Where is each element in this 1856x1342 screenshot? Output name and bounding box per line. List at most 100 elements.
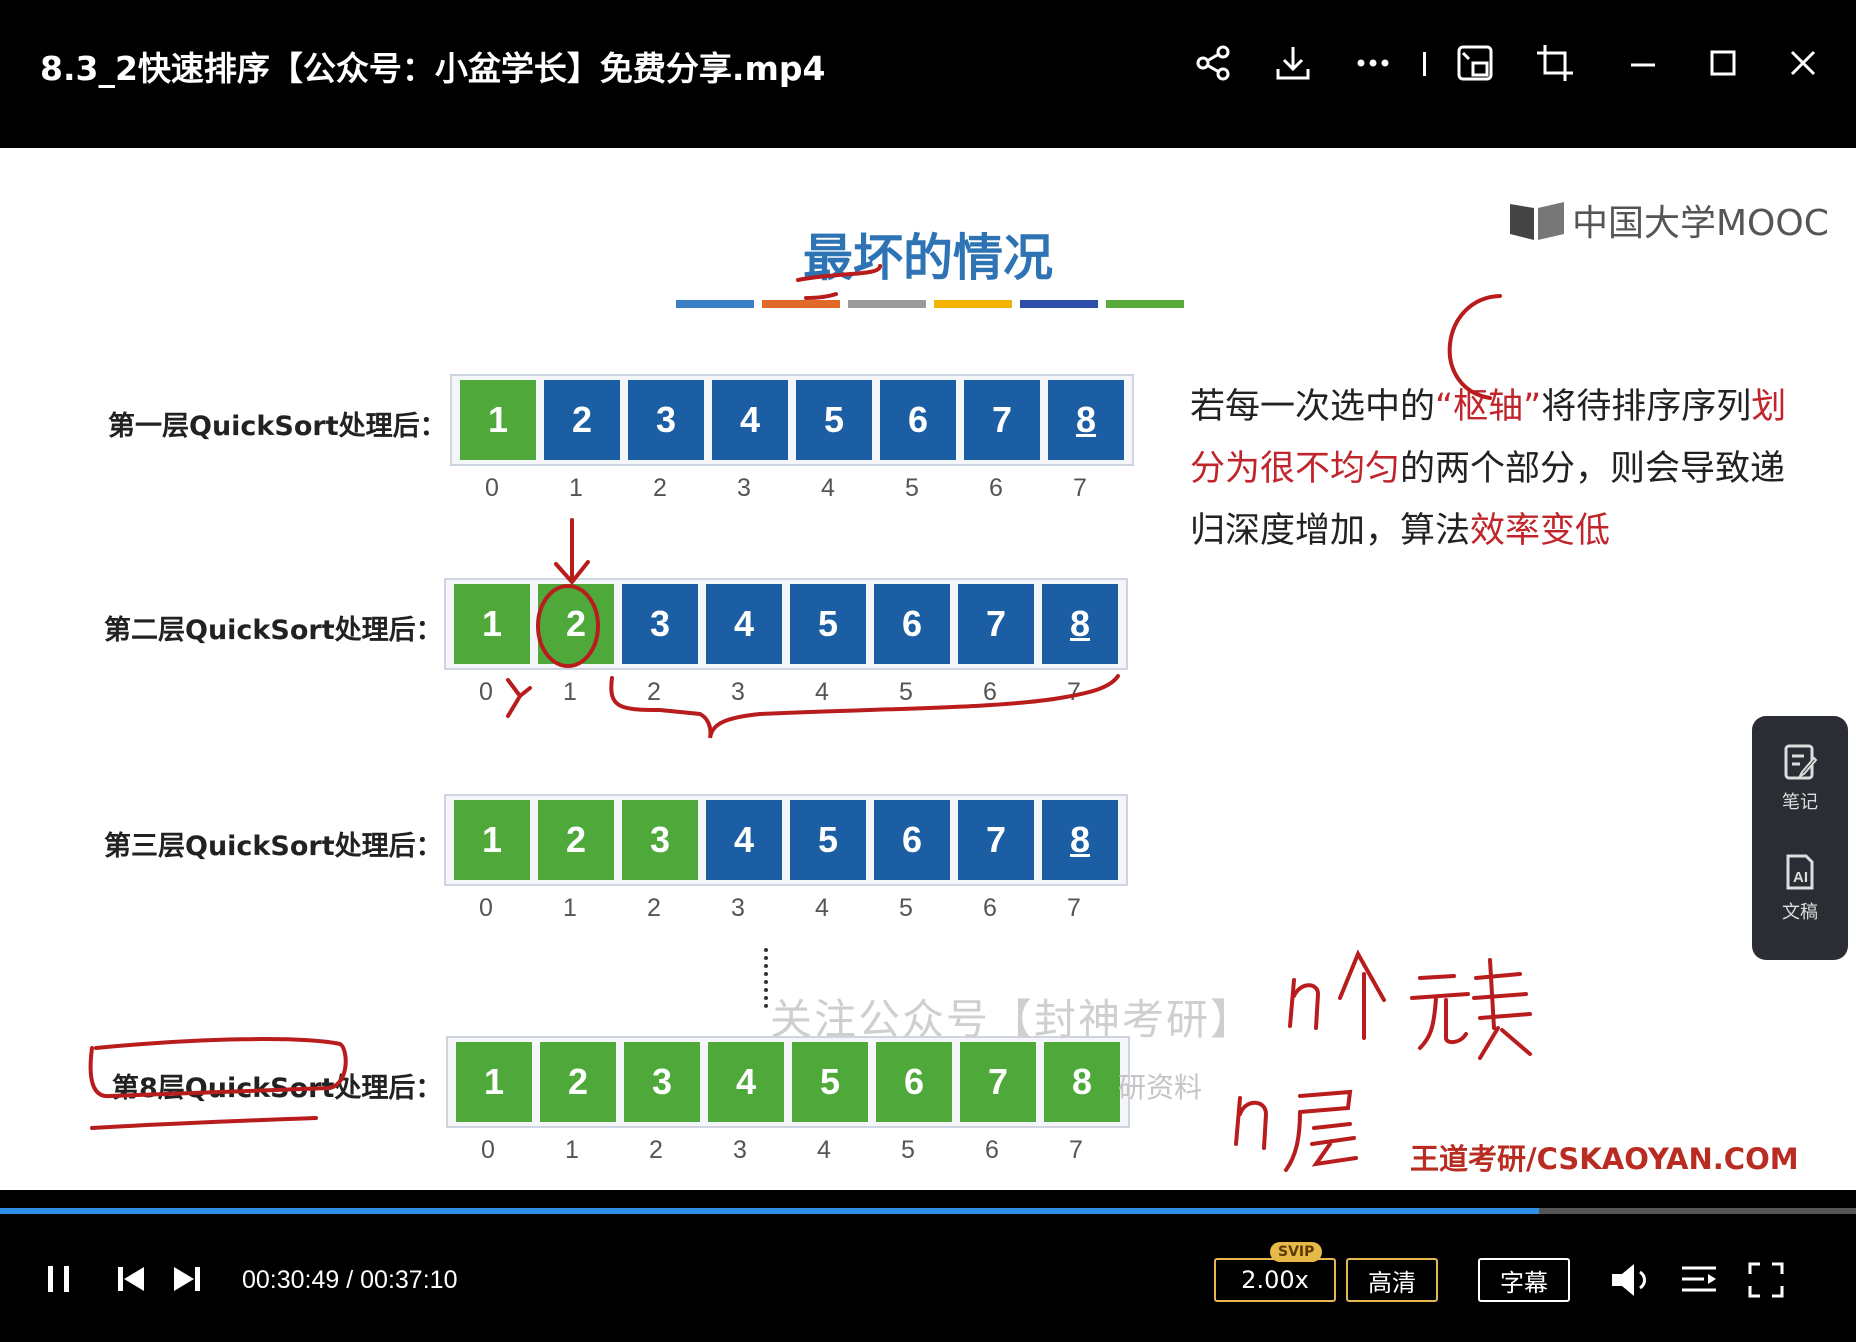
array-cell: 5 [792,1042,868,1122]
array-cell: 1 [454,584,530,664]
notes-button[interactable]: 笔记 [1752,742,1848,814]
array-cell: 6 [880,380,956,460]
window-title: 8.3_2快速排序【公众号：小盆学长】免费分享.mp4 [40,49,826,88]
array-index: 3 [731,894,745,922]
array-cell: 5 [796,380,872,460]
hand-n-2 [1234,1096,1269,1150]
array-index: 4 [815,894,829,922]
array-index: 6 [989,474,1003,502]
array-cell: 1 [454,800,530,880]
picture-in-picture-icon[interactable] [1452,40,1498,86]
skip-next-icon [174,1267,200,1291]
array-cell: 7 [964,380,1040,460]
array-cell: 4 [712,380,788,460]
hand-su [1472,958,1532,1060]
down-arrow [554,518,590,586]
array-index: 7 [1067,678,1081,706]
volume-icon [1612,1264,1646,1296]
subtitle-button[interactable]: 字幕 [1478,1258,1570,1302]
volume-button[interactable] [1610,1262,1652,1298]
color-bar [848,300,926,308]
hand-ceng [1284,1089,1358,1172]
time-display: 00:30:49 / 00:37:10 [242,1266,458,1294]
array-index: 4 [817,1136,831,1164]
array-cell: 5 [790,800,866,880]
minimize-icon[interactable] [1620,40,1666,86]
array-cell: 2 [540,1042,616,1122]
watermark: 关注公众号【封神考研】 [770,995,1255,1044]
next-button[interactable] [170,1262,204,1296]
share-icon[interactable] [1190,40,1236,86]
close-icon[interactable] [1780,40,1826,86]
array-index: 2 [653,474,667,502]
row-label: 第一层QuickSort处理后： [108,411,447,442]
separator [1423,52,1426,76]
fullscreen-button[interactable] [1748,1262,1784,1298]
color-bar [762,300,840,308]
array-cell: 6 [876,1042,952,1122]
label-underline [90,1116,318,1130]
array-index: 7 [1067,894,1081,922]
more-icon[interactable] [1350,40,1396,86]
color-bar [676,300,754,308]
quality-button[interactable]: 高清 [1346,1258,1438,1302]
array-cell: 3 [622,800,698,880]
array-index: 5 [899,894,913,922]
array-index: 5 [899,678,913,706]
row-label: 第三层QuickSort处理后： [104,831,443,862]
crop-icon[interactable] [1532,40,1578,86]
color-bar [1106,300,1184,308]
array-cell: 2 [538,800,614,880]
hand-n-1 [1288,978,1321,1030]
maximize-icon[interactable] [1700,40,1746,86]
array-index: 5 [901,1136,915,1164]
array-index: 3 [737,474,751,502]
array-index: 4 [815,678,829,706]
array-cell: 3 [624,1042,700,1122]
pause-icon [48,1266,69,1292]
notes-label: 笔记 [1782,792,1818,813]
array-cell: 7 [958,584,1034,664]
playlist-button[interactable] [1680,1262,1718,1296]
array-index: 1 [563,678,577,706]
array-index: 6 [983,894,997,922]
fullscreen-icon [1748,1262,1784,1298]
array-index: 0 [479,894,493,922]
array-cell: 1 [456,1042,532,1122]
document-button[interactable]: AI 文稿 [1752,852,1848,924]
download-icon[interactable] [1270,40,1316,86]
array-index: 2 [647,894,661,922]
array-cell: 4 [708,1042,784,1122]
svg-text:AI: AI [1793,869,1808,886]
color-bar [1020,300,1098,308]
previous-button[interactable] [114,1262,148,1296]
player-controls: 00:30:49 / 00:37:10 2.00x SVIP 高清 字幕 [0,1214,1856,1342]
array-index: 7 [1073,474,1087,502]
array-index: 0 [479,678,493,706]
watermark-small: 研资料 [1118,1071,1203,1104]
array-index: 3 [731,678,745,706]
array-index: 3 [733,1136,747,1164]
array-cell: 8 [1044,1042,1120,1122]
footer-brand: 王道考研/CSKAOYAN.COM [1410,1142,1799,1176]
array-cell: 5 [790,584,866,664]
array-cell: 2 [544,380,620,460]
array-cell: 8 [1048,380,1124,460]
array-index: 1 [565,1136,579,1164]
skip-previous-icon [118,1267,144,1291]
array-cell: 6 [874,800,950,880]
array-cell: 2 [538,584,614,664]
array-index: 1 [569,474,583,502]
array-cell: 3 [628,380,704,460]
array-index: 2 [647,678,661,706]
pause-button[interactable] [42,1262,76,1296]
ellipsis-dots [764,948,768,1008]
speed-button[interactable]: 2.00x [1214,1258,1336,1302]
